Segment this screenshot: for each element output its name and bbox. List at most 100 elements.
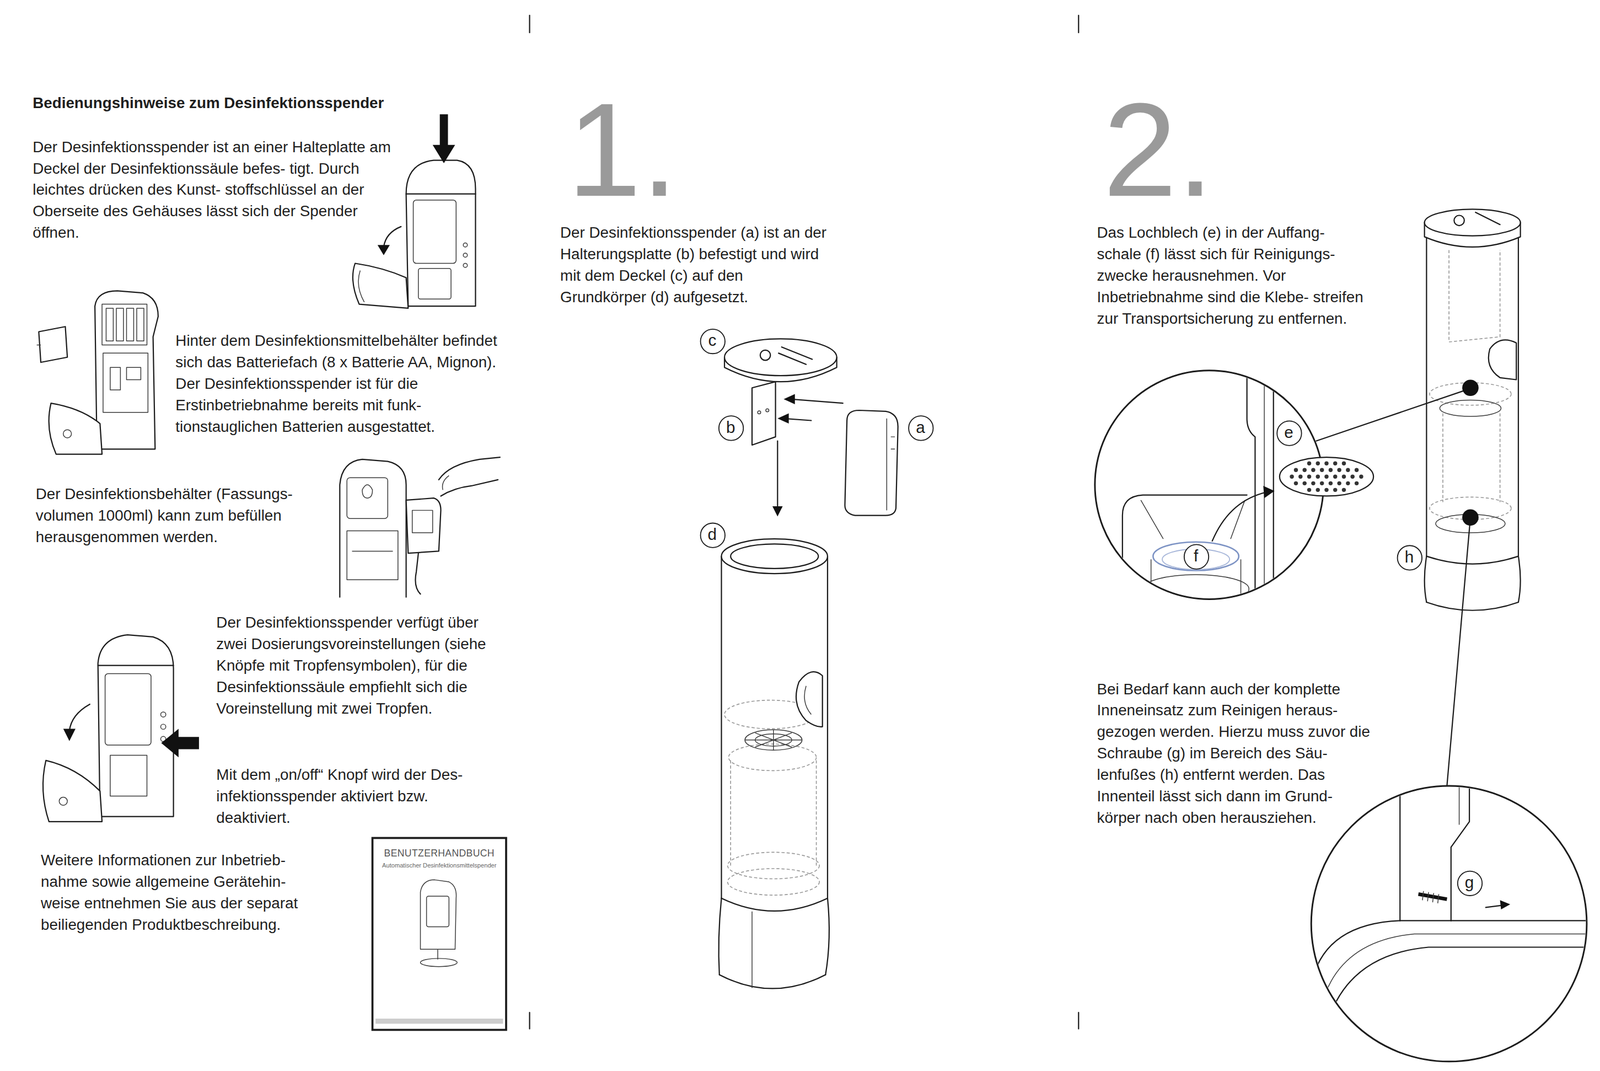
exploded-column-illustration: [825, 898, 830, 975]
detail-zoom-screw: [1399, 919, 1452, 921]
battery-compartment-illustration: [136, 308, 144, 341]
detail-zoom-tray: [1142, 574, 1249, 604]
assembled-column-illustration: [1439, 399, 1501, 417]
instruction-text: Bei Bedarf kann auch der komplette Innen…: [1097, 677, 1379, 828]
detail-zoom-tray: [1247, 362, 1256, 612]
step-number: 2.: [1103, 83, 1308, 217]
detail-zoom-screw: [1311, 509, 1592, 1062]
callout-circle: d: [699, 522, 726, 548]
callout-circle: c: [699, 328, 726, 354]
exploded-column-illustration: [765, 408, 770, 412]
perforated-plate: [1324, 474, 1329, 479]
exploded-column-illustration: [727, 868, 820, 895]
detail-zoom-screw: [1422, 890, 1440, 904]
callout-circle: h: [1396, 544, 1422, 570]
booklet-text: Automatischer Desinfektionsmittelspender: [377, 861, 502, 870]
assembled-column-illustration: [1475, 212, 1500, 225]
perforated-plate: [1316, 487, 1320, 492]
exploded-column-illustration: [789, 399, 843, 404]
detail-zoom-screw: [1312, 920, 1592, 980]
dispenser-open-illustration: [463, 242, 467, 247]
booklet-text: BENUTZERHANDBUCH: [377, 846, 502, 859]
exploded-column-illustration: [844, 410, 898, 516]
exploded-column-illustration: [776, 441, 778, 511]
perforated-plate: [1341, 487, 1346, 492]
assembled-column-illustration: [1442, 413, 1501, 503]
crop-mark: [528, 1012, 530, 1029]
battery-compartment-illustration: [105, 308, 114, 341]
assembled-column-illustration: [1424, 556, 1521, 603]
exploded-column-illustration: [890, 436, 895, 449]
perforated-plate: [1333, 474, 1338, 479]
instruction-text: Der Desinfektionsbehälter (Fassungs- vol…: [35, 482, 324, 547]
perforated-plate: [1298, 474, 1303, 479]
heading: Bedienungshinweise zum Desinfektionsspen…: [32, 92, 472, 114]
battery-compartment-illustration: [49, 403, 102, 455]
detail-zoom-tray: [1122, 495, 1248, 613]
exploded-column-illustration: [781, 346, 813, 359]
battery-compartment-illustration: [36, 344, 41, 346]
battery-compartment-illustration: [38, 326, 68, 363]
perforated-plate: [1319, 481, 1324, 486]
perforated-plate: [1307, 487, 1312, 492]
battery-compartment-illustration: [36, 290, 159, 454]
exploded-column-illustration: [804, 685, 812, 715]
manual-booklet-picture: [420, 879, 457, 949]
perforated-plate: [1333, 461, 1338, 466]
dispenser-open-illustration: [377, 244, 390, 256]
perforated-plate: [1328, 481, 1333, 486]
exploded-column-illustration: [728, 743, 816, 771]
dosing-illustration: [58, 796, 68, 805]
perforated-plate: [1311, 481, 1315, 486]
assembled-column-illustration: [1426, 234, 1519, 557]
callout-circle: f: [1183, 543, 1209, 569]
assembled-column-illustration: [1424, 208, 1521, 236]
detail-zoom-tray: [1462, 379, 1479, 396]
detail-zoom-screw: [1485, 905, 1503, 908]
exploded-column-illustration: [718, 898, 722, 975]
exploded-column-illustration: [760, 350, 771, 361]
detail-zoom-tray: [1140, 500, 1245, 539]
manual-booklet-picture: [426, 895, 450, 927]
callout-letter: c: [707, 332, 717, 350]
perforated-plate: [1345, 468, 1350, 472]
battery-compartment-illustration: [63, 429, 72, 438]
refill-illustration: [346, 530, 399, 580]
perforated-plate: [1337, 468, 1341, 472]
callout-circle: g: [1456, 870, 1483, 896]
battery-compartment-illustration: [116, 308, 124, 341]
perforated-plate: [1341, 461, 1346, 466]
instruction-text: Mit dem „on/off“ Knopf wird der Des- inf…: [216, 763, 504, 828]
refill-illustration: [415, 552, 421, 594]
perforated-plate: [1359, 474, 1363, 479]
detail-zoom-screw: [1462, 509, 1479, 526]
assembled-column-illustration: [1488, 339, 1517, 380]
manual-booklet-picture: [375, 879, 503, 1024]
step-number: 1.: [567, 83, 772, 217]
perforated-plate: [1341, 474, 1346, 479]
assembled-column-illustration: [1424, 208, 1521, 610]
exploded-column-illustration: [744, 729, 803, 750]
assembled-column-illustration: [1426, 602, 1519, 611]
assembled-column-illustration: [1453, 215, 1465, 227]
assembled-column-illustration: [1426, 556, 1519, 565]
refill-illustration: [346, 477, 388, 519]
detail-zoom-tray: [1263, 485, 1275, 498]
perforated-plate: [1319, 468, 1324, 472]
detail-zoom-tray: [1152, 541, 1239, 571]
refill-illustration: [339, 459, 406, 598]
callout-letter: h: [1404, 549, 1414, 566]
perforated-plate: [1354, 468, 1359, 472]
perforated-plate: [1328, 468, 1333, 472]
exploded-column-illustration: [718, 338, 899, 989]
dosing-illustration: [110, 755, 148, 797]
perforated-plate: [1316, 474, 1320, 479]
instruction-text: Der Desinfektionsspender verfügt über zw…: [216, 611, 508, 719]
exploded-column-illustration: [751, 911, 753, 989]
perforated-plate: [1324, 487, 1329, 492]
battery-compartment-illustration: [94, 290, 159, 449]
exploded-column-illustration: [783, 393, 795, 405]
perforated-plate: [1302, 468, 1307, 472]
detail-zoom-screw: [1399, 775, 1401, 921]
